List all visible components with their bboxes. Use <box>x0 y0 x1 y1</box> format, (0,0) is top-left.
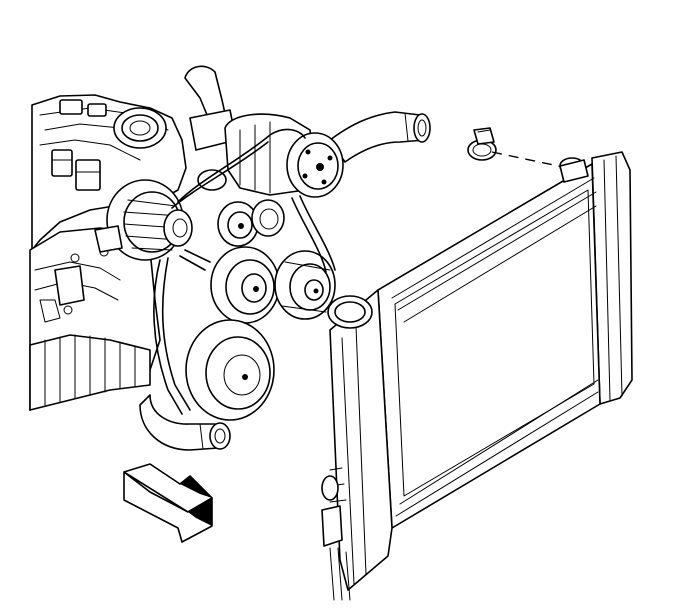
hose-clamp <box>467 127 497 161</box>
engine-block <box>29 94 187 411</box>
power-steering-pump <box>274 250 336 320</box>
direction-arrow-icon <box>123 463 213 543</box>
crankshaft-pulley <box>185 246 280 421</box>
lower-radiator-hose <box>139 394 231 451</box>
ac-compressor <box>224 113 344 198</box>
idler-pulley <box>217 199 285 247</box>
radiator <box>321 151 633 601</box>
generator <box>94 179 193 261</box>
serpentine-belt <box>153 128 336 415</box>
alignment-line <box>491 151 569 169</box>
